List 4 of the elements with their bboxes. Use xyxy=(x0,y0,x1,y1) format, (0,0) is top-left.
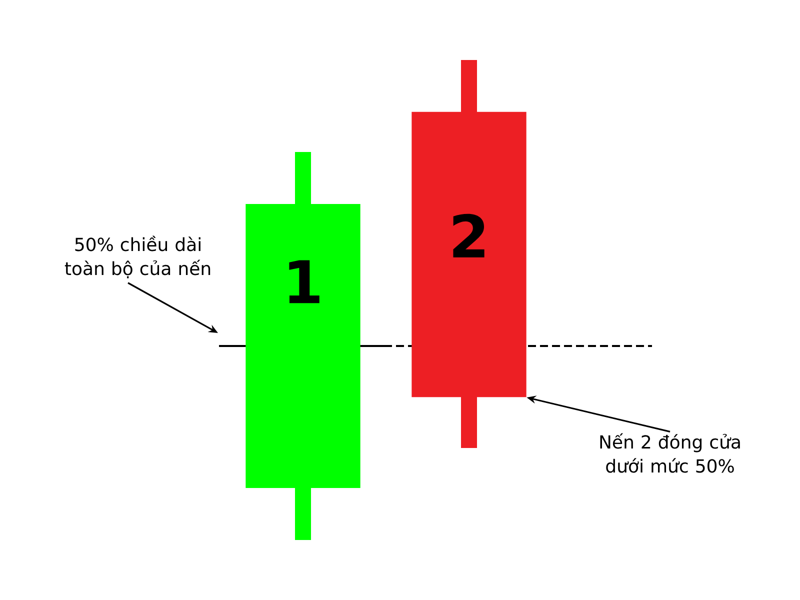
annotation-text: 50% chiều dài toàn bộ của nến xyxy=(64,236,210,278)
candlestick: 1 xyxy=(246,152,360,540)
candlestick: 2 xyxy=(412,60,526,448)
annotation-text: Nến 2 đóng cửa dưới mức 50% xyxy=(600,433,740,473)
